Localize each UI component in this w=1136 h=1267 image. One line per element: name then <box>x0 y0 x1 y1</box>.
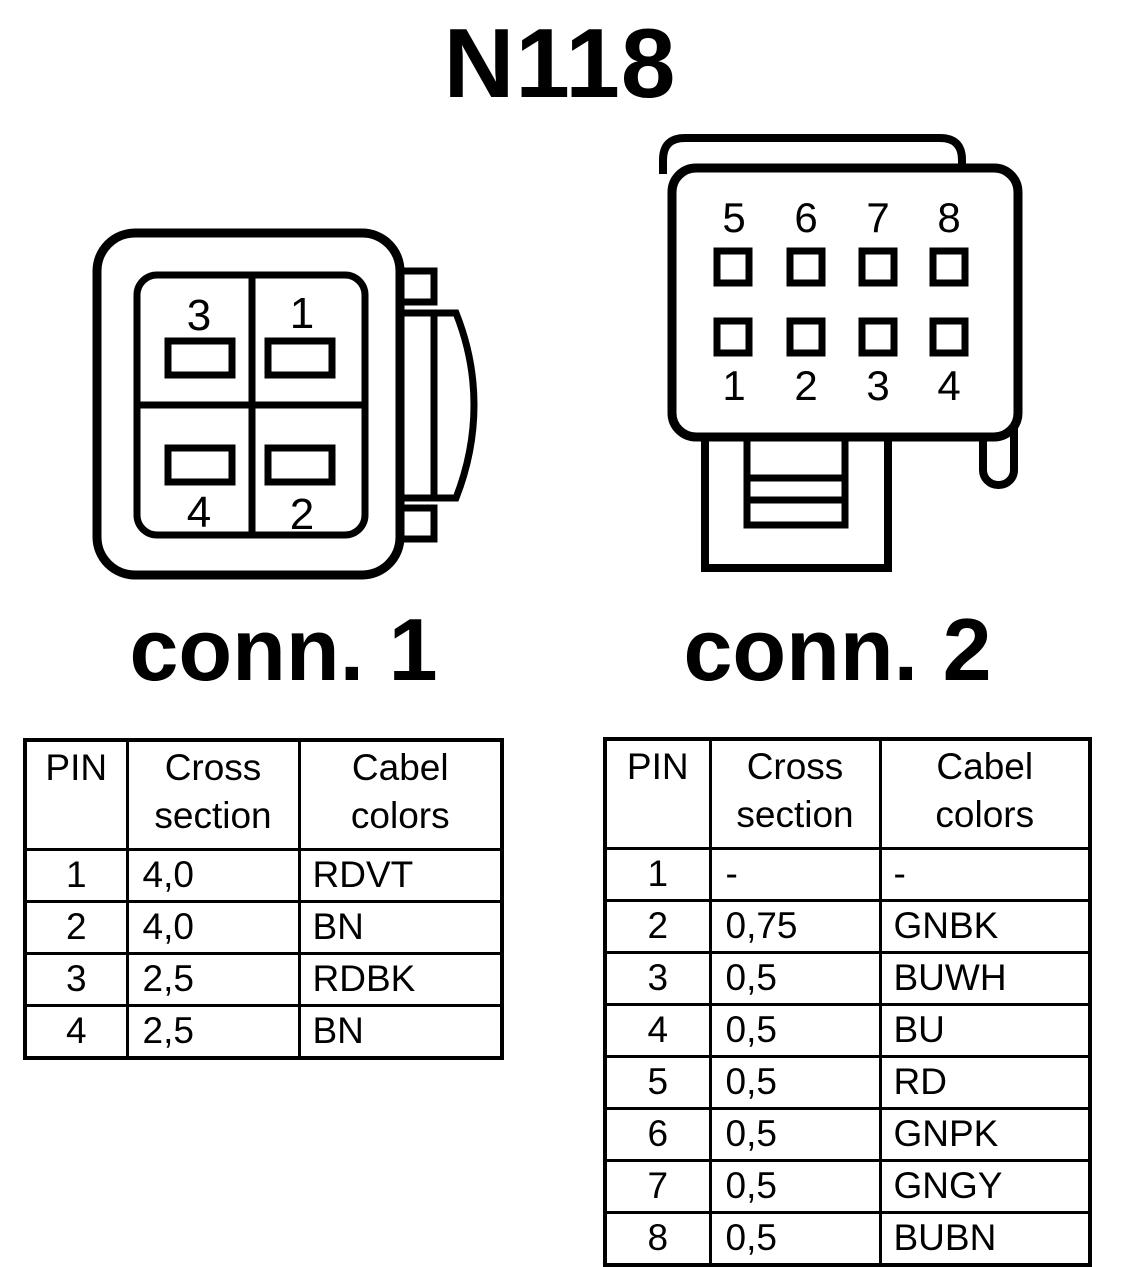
connector1-pin-label: 1 <box>290 289 314 338</box>
cell-cross-section: - <box>708 847 882 902</box>
cell-cable-color: BUBN <box>878 1211 1092 1267</box>
connector2-pin-label: 7 <box>866 194 889 241</box>
cell-cable-color: BN <box>297 900 504 955</box>
cell-pin: 7 <box>603 1159 712 1214</box>
table-row: 6 0,5 GNPK <box>603 1107 1092 1162</box>
table-header-row: PIN Cross section Cabel colors <box>603 737 1092 850</box>
cell-pin: 1 <box>603 847 712 902</box>
connector1-diagram: 3 1 4 2 <box>92 228 478 580</box>
connector2-pin-label: 8 <box>937 194 960 241</box>
cell-pin: 2 <box>603 899 712 954</box>
cell-cross-section: 4,0 <box>125 900 301 955</box>
cell-cable-color: GNGY <box>878 1159 1092 1214</box>
page-title: N118 <box>443 8 677 118</box>
cell-cross-section: 2,5 <box>125 1004 301 1060</box>
cell-cross-section: 0,5 <box>708 1211 882 1267</box>
cell-cable-color: BU <box>878 1003 1092 1058</box>
cell-cross-section: 0,5 <box>708 1003 882 1058</box>
table-row: 3 2,5 RDBK <box>23 952 504 1007</box>
connector1-pin-slot-4 <box>164 444 236 486</box>
connector1-pin-slot-2 <box>264 444 336 486</box>
cell-pin: 1 <box>23 848 129 903</box>
connector1-pin-label: 3 <box>187 291 211 340</box>
connector1-pin-label: 4 <box>187 488 211 537</box>
cell-cable-color: RDVT <box>297 848 504 903</box>
connector2-pin-slot-2 <box>786 317 826 357</box>
table-row: 1 4,0 RDVT <box>23 848 504 903</box>
connector2-pin-slot-5 <box>713 247 753 287</box>
col-header-cable-colors: Cabel colors <box>878 737 1092 850</box>
connector2-pin-table: PIN Cross section Cabel colors 1 - - 2 0… <box>603 737 1092 1267</box>
cell-cable-color: GNBK <box>878 899 1092 954</box>
connector2-pin-label: 6 <box>794 194 817 241</box>
connector2-label: conn. 2 <box>683 600 992 699</box>
table-row: 8 0,5 BUBN <box>603 1211 1092 1267</box>
col-header-pin: PIN <box>603 737 712 850</box>
cell-pin: 5 <box>603 1055 712 1110</box>
col-header-cross-section: Cross section <box>708 737 882 850</box>
connector2-pin-label: 3 <box>866 362 889 409</box>
connector2-pin-label: 5 <box>722 194 745 241</box>
cell-pin: 4 <box>603 1003 712 1058</box>
connector2-pin-label: 4 <box>937 362 960 409</box>
connector1-pin-table: PIN Cross section Cabel colors 1 4,0 RDV… <box>23 738 504 1060</box>
table-row: 3 0,5 BUWH <box>603 951 1092 1006</box>
connector1-latch-blade <box>430 309 478 502</box>
connector1-label: conn. 1 <box>129 600 438 699</box>
connector1-pin-label: 2 <box>290 490 314 539</box>
connector2-pin-slot-8 <box>929 247 969 287</box>
cell-pin: 2 <box>23 900 129 955</box>
cell-pin: 6 <box>603 1107 712 1162</box>
table-row: 5 0,5 RD <box>603 1055 1092 1110</box>
connector2-pin-slot-7 <box>858 247 898 287</box>
cell-cross-section: 2,5 <box>125 952 301 1007</box>
cell-cross-section: 0,5 <box>708 1159 882 1214</box>
table-row: 1 - - <box>603 847 1092 902</box>
col-header-pin: PIN <box>23 738 129 851</box>
table-row: 2 0,75 GNBK <box>603 899 1092 954</box>
table-header-row: PIN Cross section Cabel colors <box>23 738 504 851</box>
cell-cable-color: RD <box>878 1055 1092 1110</box>
cell-cable-color: BN <box>297 1004 504 1060</box>
cell-cross-section: 0,5 <box>708 1055 882 1110</box>
connector2-pin-slot-1 <box>713 317 753 357</box>
connector1-pin-slot-3 <box>164 337 236 379</box>
connector2-pin-slot-4 <box>929 317 969 357</box>
cell-cross-section: 0,5 <box>708 951 882 1006</box>
cell-pin: 8 <box>603 1211 712 1267</box>
connector1-pin-slot-1 <box>264 337 336 379</box>
cell-cable-color: BUWH <box>878 951 1092 1006</box>
connector2-pin-label: 2 <box>794 362 817 409</box>
connector2-pin-slot-3 <box>858 317 898 357</box>
table-row: 2 4,0 BN <box>23 900 504 955</box>
cell-cross-section: 0,75 <box>708 899 882 954</box>
table-row: 7 0,5 GNGY <box>603 1159 1092 1214</box>
cell-cable-color: - <box>878 847 1092 902</box>
col-header-cable-colors: Cabel colors <box>297 738 504 851</box>
cell-pin: 3 <box>23 952 129 1007</box>
col-header-cross-section: Cross section <box>125 738 301 851</box>
cell-cross-section: 0,5 <box>708 1107 882 1162</box>
connector2-housing <box>667 163 1023 442</box>
cell-cable-color: RDBK <box>297 952 504 1007</box>
connector2-diagram: 5 6 7 8 1 2 3 4 <box>659 134 1023 572</box>
cell-cross-section: 4,0 <box>125 848 301 903</box>
cell-pin: 3 <box>603 951 712 1006</box>
connector2-pin-label: 1 <box>722 362 745 409</box>
cell-pin: 4 <box>23 1004 129 1060</box>
table-row: 4 0,5 BU <box>603 1003 1092 1058</box>
cell-cable-color: GNPK <box>878 1107 1092 1162</box>
table-row: 4 2,5 BN <box>23 1004 504 1060</box>
connector2-pin-slot-6 <box>786 247 826 287</box>
